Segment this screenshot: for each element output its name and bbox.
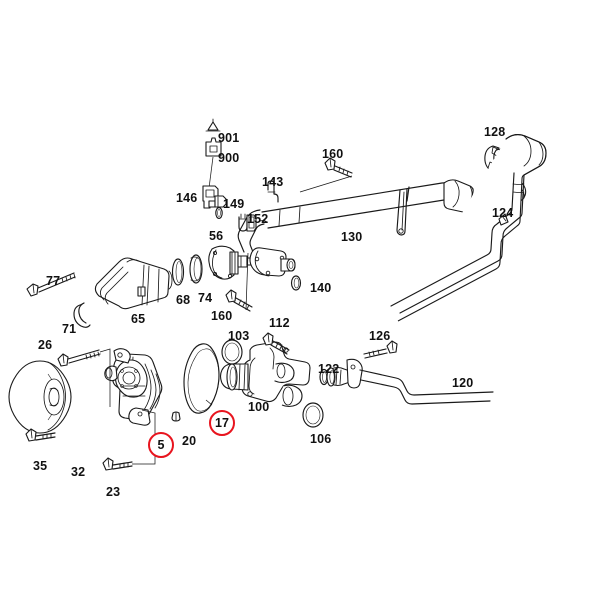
part-label-106: 106 — [310, 432, 332, 446]
part-label-160-top: 160 — [322, 147, 344, 161]
part-65-pipe — [94, 257, 173, 310]
part-143-clip — [267, 180, 279, 203]
part-146-sensor — [202, 185, 227, 209]
part-160-bolt-top — [324, 157, 353, 178]
part-label-74: 74 — [198, 291, 213, 305]
part-901-screw — [205, 118, 221, 132]
part-56-thermostat — [208, 245, 254, 280]
part-label-23: 23 — [106, 485, 121, 499]
part-label-128: 128 — [484, 125, 506, 139]
part-126-bolt — [363, 340, 398, 359]
part-20-dowel-pin — [171, 411, 181, 422]
part-23-bolt — [102, 457, 133, 471]
part-900-connector — [205, 137, 222, 157]
part-35-bolt — [25, 428, 56, 442]
part-label-900: 900 — [218, 151, 240, 165]
part-32-pulley — [8, 360, 72, 434]
part-26-bolt — [57, 349, 101, 367]
part-74-seal — [189, 254, 203, 284]
callout-circle-17[interactable]: 17 — [209, 410, 235, 436]
part-120-connector — [326, 358, 494, 405]
part-label-120: 120 — [452, 376, 474, 390]
part-68-oring — [171, 258, 185, 286]
part-103-gasket — [183, 343, 220, 414]
part-label-26: 26 — [38, 338, 53, 352]
part-label-71: 71 — [62, 322, 77, 336]
part-160-bolt-mid — [225, 289, 253, 312]
part-130-coolant-pipe — [237, 179, 474, 277]
part-label-130: 130 — [341, 230, 363, 244]
part-100-thermostat-housing — [219, 341, 311, 408]
part-label-100: 100 — [248, 400, 270, 414]
part-77-bolt — [26, 272, 76, 297]
part-label-56: 56 — [209, 229, 224, 243]
part-label-112: 112 — [269, 316, 290, 330]
callout-circle-5[interactable]: 5 — [148, 432, 174, 458]
part-label-20: 20 — [182, 434, 197, 448]
part-label-143: 143 — [262, 175, 284, 189]
part-140-oring — [290, 275, 302, 291]
part-120-hose — [390, 133, 547, 322]
part-label-149: 149 — [223, 197, 245, 211]
part-label-32: 32 — [71, 465, 86, 479]
part-label-68: 68 — [176, 293, 191, 307]
part-71-clip — [73, 302, 91, 328]
part-label-35: 35 — [33, 459, 48, 473]
part-label-901: 901 — [218, 131, 240, 145]
part-103-ring — [221, 339, 243, 365]
part-label-103: 103 — [228, 329, 250, 343]
part-label-146: 146 — [176, 191, 198, 205]
part-label-160-mid: 160 — [211, 309, 233, 323]
part-label-122: 122 — [318, 362, 340, 376]
part-label-126: 126 — [369, 329, 391, 343]
part-label-77: 77 — [46, 274, 61, 288]
part-label-124: 124 — [492, 206, 514, 220]
part-112-bolt — [262, 332, 290, 355]
part-label-140: 140 — [310, 281, 332, 295]
part-label-65: 65 — [131, 312, 146, 326]
part-label-152: 152 — [247, 212, 269, 226]
part-106-oring — [302, 402, 324, 428]
part-149-oring — [215, 207, 223, 219]
part-5-water-pump — [104, 348, 163, 426]
